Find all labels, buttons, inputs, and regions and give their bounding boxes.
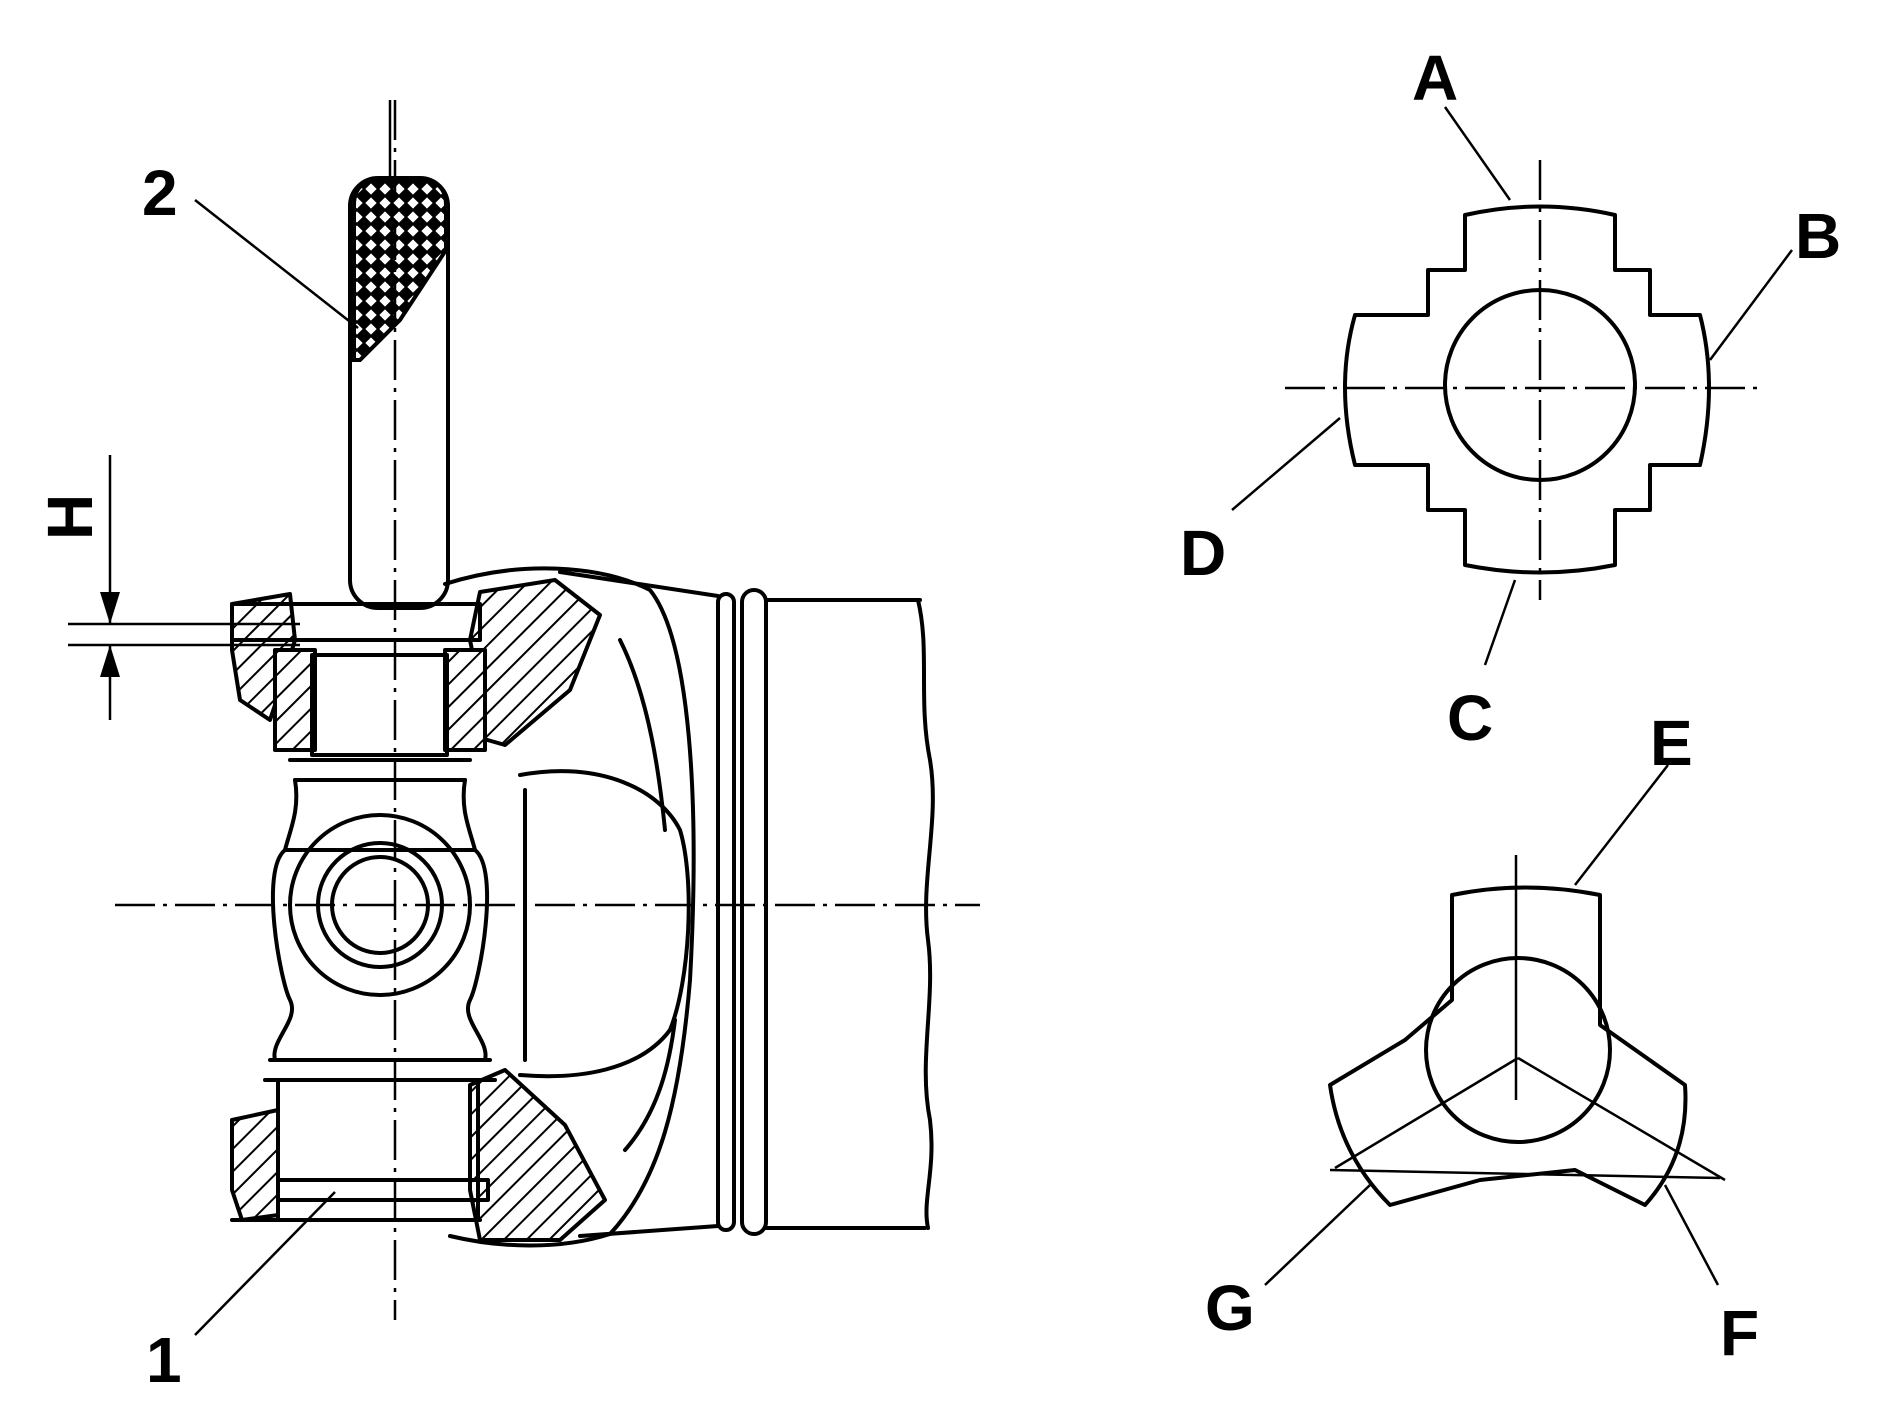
center-lines [115, 100, 980, 1320]
label-d: D [1180, 517, 1226, 589]
label-f: F [1720, 1297, 1759, 1369]
yoke-body [443, 566, 696, 1248]
label-a: A [1412, 42, 1458, 114]
leader-c [1483, 579, 1517, 666]
leader-a [1443, 106, 1512, 201]
leader-f [1663, 1184, 1720, 1286]
label-part-2: 2 [142, 157, 178, 229]
label-c: C [1447, 682, 1493, 754]
three-lug-profile [1264, 764, 1726, 1286]
leader-e [1574, 764, 1669, 886]
assembly-section-view [68, 100, 980, 1336]
leader-d [1231, 417, 1341, 511]
grease-gun-tool [348, 100, 450, 610]
leader-g [1264, 1184, 1371, 1286]
label-g: G [1205, 1272, 1255, 1344]
lower-bearing [230, 1058, 497, 1222]
four-lug-profile [1231, 106, 1794, 666]
label-dim-h: H [34, 494, 106, 540]
leader-b [1708, 249, 1794, 361]
label-b: B [1795, 200, 1841, 272]
shaft-tube [558, 570, 935, 1238]
leader-part-2 [194, 199, 359, 329]
leader-part-1 [194, 1191, 336, 1336]
label-e: E [1650, 707, 1693, 779]
cross-trunnion [270, 813, 490, 1062]
label-part-1: 1 [146, 1324, 182, 1396]
dimension-h [68, 455, 300, 720]
upper-bearing [230, 592, 487, 852]
